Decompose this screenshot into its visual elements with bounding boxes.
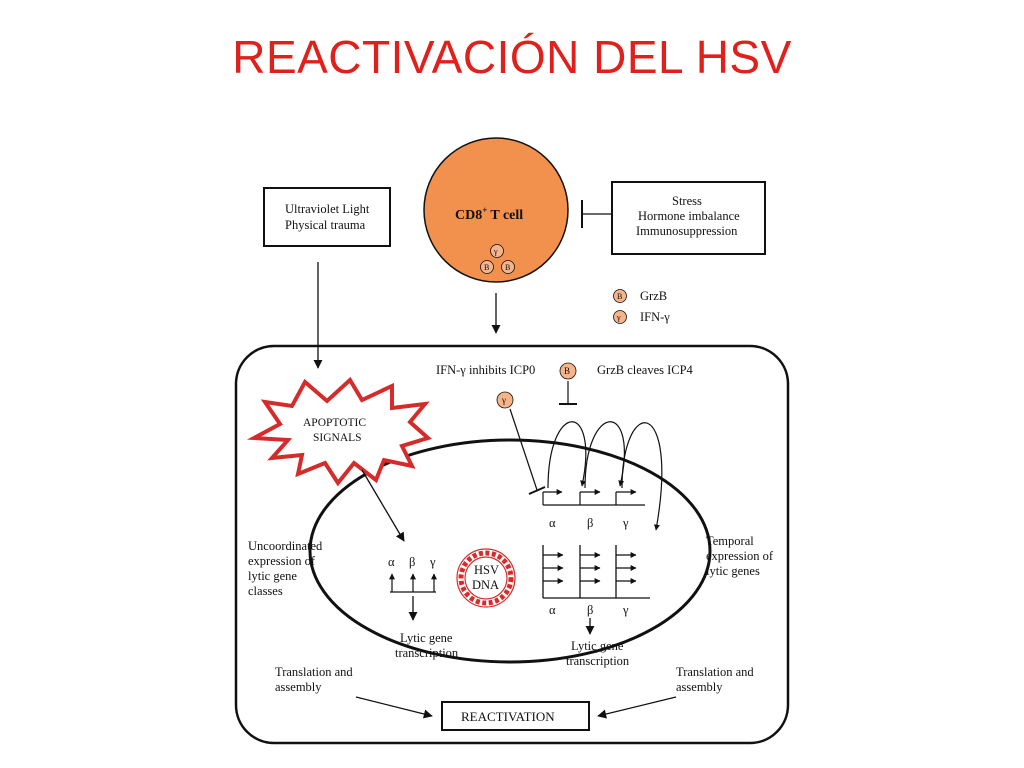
svg-text:γ: γ bbox=[622, 516, 629, 530]
box-right-line2: Hormone imbalance bbox=[638, 209, 740, 223]
slide-title: REACTIVACIÓN DEL HSV bbox=[232, 31, 792, 83]
lytic-left-line2: transcription bbox=[395, 646, 459, 660]
legend: B GrzB γ IFN-γ bbox=[613, 289, 670, 324]
svg-text:lytic gene: lytic gene bbox=[248, 569, 297, 583]
ifn-granule-icon bbox=[496, 391, 514, 409]
temporal-text: Temporal expression of lytic genes bbox=[706, 534, 774, 578]
svg-text:α: α bbox=[388, 555, 395, 569]
svg-text:lytic genes: lytic genes bbox=[706, 564, 760, 578]
svg-text:γ: γ bbox=[429, 555, 436, 569]
arrow-apoptotic-to-genes bbox=[361, 469, 405, 542]
uncoordinated-gene-diagram: α β γ Lytic gene transcription bbox=[388, 555, 459, 660]
cd8-cell-body bbox=[423, 137, 569, 283]
grzb-granule-icon bbox=[559, 362, 577, 380]
apoptotic-signals-burst: APOPTOTIC SIGNALS bbox=[246, 376, 432, 487]
box-left-line2: Physical trauma bbox=[285, 218, 366, 232]
ifn-inhibition-bar bbox=[528, 486, 546, 495]
svg-text:β: β bbox=[587, 516, 593, 530]
translation-left-line2: assembly bbox=[275, 680, 322, 694]
infected-neuron-outline bbox=[234, 344, 790, 745]
ifn-inhibits-text: IFN-γ inhibits ICP0 bbox=[436, 363, 535, 377]
svg-text:expression of: expression of bbox=[248, 554, 316, 568]
nucleus-outline bbox=[308, 438, 712, 664]
svg-text:expression of: expression of bbox=[706, 549, 774, 563]
grzb-granule-icon bbox=[480, 260, 494, 274]
temporal-cascade-bottom: α β γ Lytic gene transcription bbox=[542, 545, 650, 668]
box-right-line3: Immunosuppression bbox=[636, 224, 738, 238]
ifn-granule-icon bbox=[490, 244, 504, 258]
legend-grzb-icon bbox=[613, 289, 627, 303]
cd8-t-cell: CD8+T cell γ B B bbox=[423, 137, 569, 283]
ifn-inhibition-line bbox=[509, 408, 538, 491]
svg-text:γ: γ bbox=[616, 313, 621, 322]
apoptotic-line2: SIGNALS bbox=[313, 432, 362, 444]
svg-text:Temporal: Temporal bbox=[706, 534, 754, 548]
svg-text:γ: γ bbox=[501, 395, 506, 405]
apoptotic-line1: APOPTOTIC bbox=[303, 417, 366, 429]
hsv-label-line2: DNA bbox=[472, 578, 499, 592]
stimulus-box-left: Ultraviolet Light Physical trauma bbox=[263, 187, 391, 247]
translation-left-line1: Translation and bbox=[275, 665, 353, 679]
svg-text:γ: γ bbox=[493, 247, 498, 256]
box-left-line1: Ultraviolet Light bbox=[285, 202, 370, 216]
legend-ifn-label: IFN-γ bbox=[640, 310, 670, 324]
box-right-line1: Stress bbox=[672, 194, 702, 208]
translation-right-line2: assembly bbox=[676, 680, 723, 694]
legend-ifn-icon bbox=[613, 310, 627, 324]
svg-text:B: B bbox=[617, 292, 622, 301]
temporal-cascade-top: α β γ bbox=[542, 421, 663, 531]
reactivation-label: REACTIVATION bbox=[461, 709, 555, 724]
svg-text:β: β bbox=[587, 603, 593, 617]
svg-text:classes: classes bbox=[248, 584, 283, 598]
svg-text:B: B bbox=[505, 263, 510, 272]
svg-text:γ: γ bbox=[622, 603, 629, 617]
svg-text:B: B bbox=[484, 263, 489, 272]
svg-text:α: α bbox=[549, 516, 556, 530]
lytic-right-line1: Lytic gene bbox=[571, 639, 624, 653]
lytic-right-line2: transcription bbox=[566, 654, 630, 668]
arrow-translation-left bbox=[355, 696, 433, 719]
translation-right-line1: Translation and bbox=[676, 665, 754, 679]
stress-box-right: Stress Hormone imbalance Immunosuppressi… bbox=[611, 181, 766, 255]
svg-text:β: β bbox=[409, 555, 415, 569]
svg-text:α: α bbox=[549, 603, 556, 617]
hsv-label-line1: HSV bbox=[474, 563, 499, 577]
grzb-cleaves-text: GrzB cleaves ICP4 bbox=[597, 363, 694, 377]
legend-grzb-label: GrzB bbox=[640, 289, 667, 303]
svg-text:Uncoordinated: Uncoordinated bbox=[248, 539, 323, 553]
uncoordinated-text: Uncoordinated expression of lytic gene c… bbox=[248, 539, 323, 598]
reactivation-box: REACTIVATION bbox=[441, 701, 590, 731]
hsv-dna-icon: HSV DNA bbox=[456, 548, 516, 608]
svg-text:B: B bbox=[564, 366, 570, 376]
lytic-left-line1: Lytic gene bbox=[400, 631, 453, 645]
grzb-granule-icon bbox=[501, 260, 515, 274]
cd8-label: CD8+T cell bbox=[455, 205, 523, 223]
arrow-translation-right bbox=[597, 696, 677, 719]
